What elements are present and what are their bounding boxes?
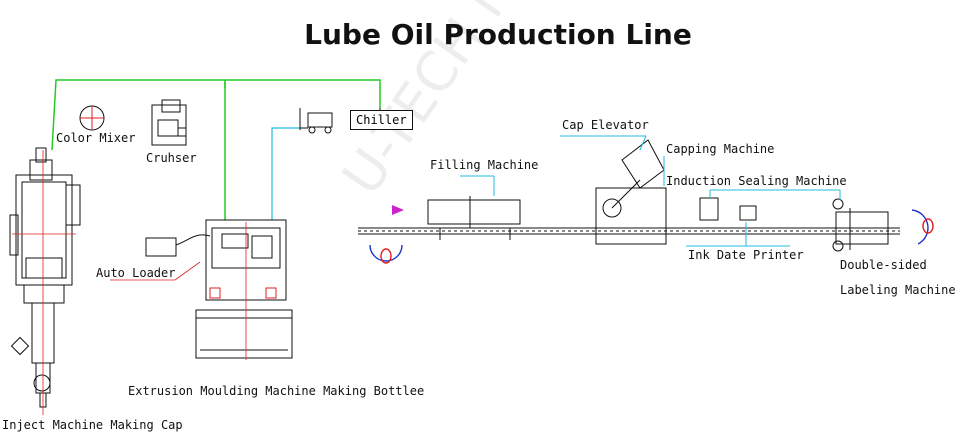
auto-loader-icon [145,234,211,257]
label-double-sided: Double-sided [840,258,927,272]
label-chiller: Chiller [350,110,413,130]
crusher-icon [151,99,187,146]
green-pipes [51,79,381,220]
extrusion-machine [195,219,293,359]
input-turntable [369,244,403,264]
label-filling: Filling Machine [430,158,539,172]
label-inject: Inject Machine Making Cap [2,418,183,432]
output-turntable [911,209,934,245]
color-mixer-icon [79,105,105,131]
label-labeling: Labeling Machine [840,283,956,297]
conveyor [358,227,900,235]
label-capping: Capping Machine [666,142,775,156]
label-cap-elevator: Cap Elevator [562,118,649,132]
pipe-loader [271,127,300,220]
label-extrusion: Extrusion Moulding Machine Making Bottle… [128,384,425,398]
labeling-machine [832,198,889,252]
label-crusher: Cruhser [146,151,197,165]
induction-sealer [699,197,719,221]
label-color-mixer: Color Mixer [56,131,136,145]
cyan-pipe [271,127,300,220]
page-title: Lube Oil Production Line [304,18,692,51]
pipe-chiller-main [51,79,381,151]
ink-date-printer [739,205,757,221]
start-arrow [392,205,404,215]
label-induction: Induction Sealing Machine [666,174,847,188]
forklift-icon [299,108,333,134]
label-auto-loader: Auto Loader [96,266,176,280]
filling-machine [427,196,521,240]
inject-machine [9,147,81,408]
label-ink-date: Ink Date Printer [688,248,804,262]
